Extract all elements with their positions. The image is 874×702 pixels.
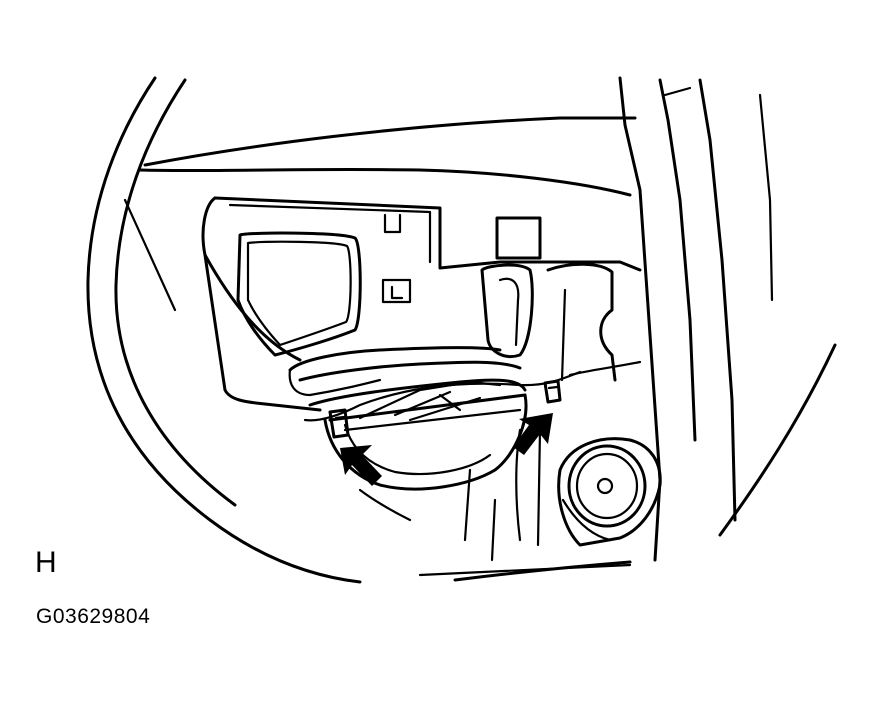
clip-icon (543, 379, 562, 404)
arrow-icon (513, 413, 553, 455)
speaker-icon (557, 437, 662, 547)
figure-id: G03629804 (36, 605, 151, 628)
clip-icon (328, 408, 350, 439)
view-label: H (35, 546, 57, 579)
arrow-icon (340, 445, 382, 486)
door-frame (86, 76, 837, 584)
trim-panel (201, 196, 642, 562)
